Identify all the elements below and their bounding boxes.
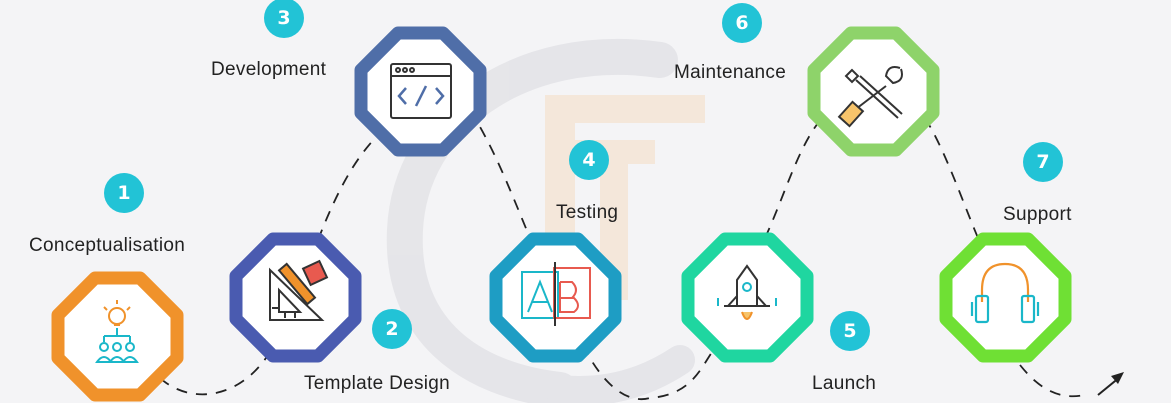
step-1-badge: 1	[104, 173, 144, 213]
step-3-badge: 3	[264, 0, 304, 38]
design-tools-icon	[269, 259, 329, 321]
ab-test-icon	[521, 262, 591, 326]
headphones-icon	[970, 262, 1040, 324]
step-3-octagon	[354, 26, 487, 157]
step-6-badge: 6	[722, 3, 762, 43]
step-2-label: Template Design	[304, 373, 451, 394]
step-7-badge: 7	[1023, 142, 1063, 182]
step-2-badge: 2	[372, 309, 412, 349]
step-4-label: Testing	[556, 202, 619, 223]
code-window-icon	[390, 63, 452, 119]
idea-team-icon	[95, 300, 139, 363]
step-6-octagon	[807, 26, 940, 157]
rocket-launch-icon	[717, 264, 777, 320]
process-path	[159, 109, 1086, 401]
step-6-label: Maintenance	[674, 62, 787, 83]
step-4-badge: 4	[569, 140, 609, 180]
step-3-label: Development	[211, 59, 327, 80]
step-2-octagon	[229, 232, 362, 363]
step-7-label: Support	[1003, 204, 1072, 225]
arrow-icon	[1097, 372, 1124, 396]
step-7-octagon	[939, 232, 1072, 363]
step-5-label: Launch	[812, 373, 877, 394]
tools-icon	[837, 66, 903, 128]
step-5-octagon	[681, 232, 814, 363]
step-5-badge: 5	[830, 311, 870, 351]
step-1-label: Conceptualisation	[29, 235, 186, 256]
